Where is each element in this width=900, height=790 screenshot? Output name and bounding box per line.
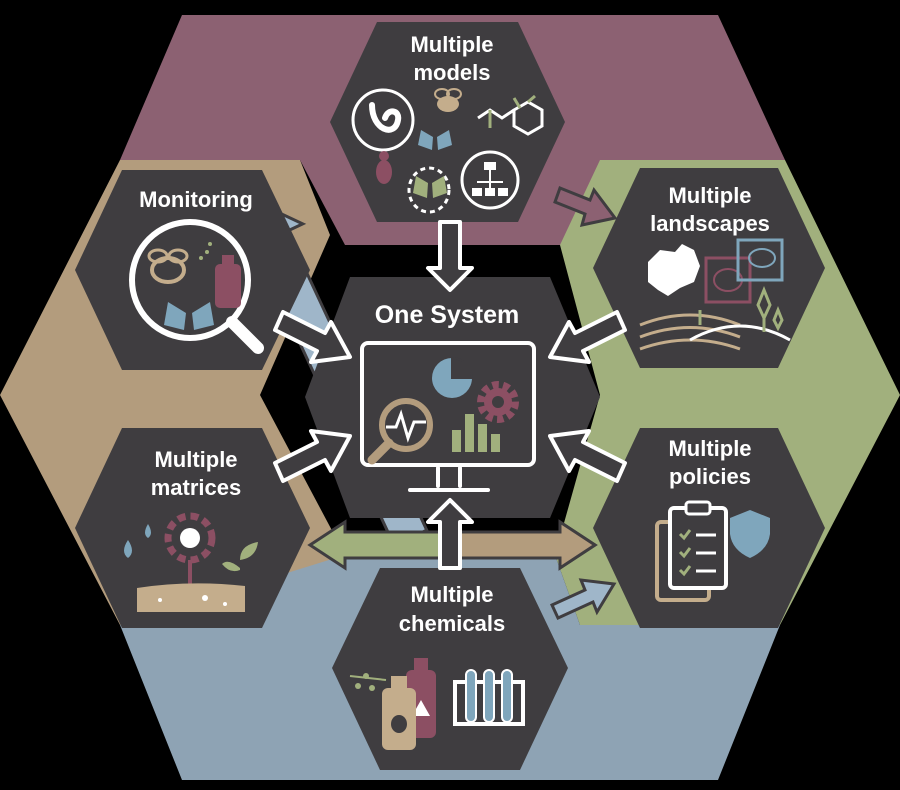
monitor-icon bbox=[360, 341, 536, 492]
policies-node: Multiple policies bbox=[655, 436, 770, 602]
matrices-label-line1: Multiple bbox=[154, 447, 237, 472]
chemicals-label-line1: Multiple bbox=[410, 582, 493, 607]
models-label-line1: Multiple bbox=[410, 32, 493, 57]
hex-matrices bbox=[75, 428, 310, 628]
soil-icon bbox=[137, 583, 245, 612]
flower-icon bbox=[164, 512, 216, 585]
spray-can-icon bbox=[199, 242, 241, 308]
contour-map-icon bbox=[704, 238, 784, 304]
butterfly-icon bbox=[418, 130, 452, 150]
hexagons bbox=[75, 22, 825, 770]
arrow-from-matrices bbox=[273, 429, 352, 483]
models-node: Multiple models bbox=[351, 32, 544, 214]
water-drop-icon bbox=[124, 524, 151, 558]
arrow-from-landscapes bbox=[548, 310, 627, 364]
butterfly-green-icon bbox=[407, 166, 451, 214]
test-tubes-icon bbox=[453, 669, 525, 726]
landscapes-label-line1: Multiple bbox=[668, 183, 751, 208]
policies-label-line2: policies bbox=[669, 464, 751, 489]
monitoring-node: Monitoring bbox=[129, 187, 264, 354]
matrices-node: Multiple matrices bbox=[124, 447, 258, 612]
butterfly-icon bbox=[164, 302, 214, 330]
shield-icon bbox=[730, 510, 770, 558]
flowchart-icon bbox=[460, 150, 520, 210]
stomach-icon bbox=[351, 88, 415, 152]
molecule-icon bbox=[477, 94, 544, 136]
gear-icon bbox=[477, 381, 519, 423]
pie-chart-icon bbox=[432, 356, 474, 398]
seedling-icon bbox=[222, 542, 258, 585]
matrices-label-line2: matrices bbox=[151, 475, 242, 500]
chemicals-label-line2: chemicals bbox=[399, 611, 505, 636]
fields-icon bbox=[639, 313, 791, 351]
purple-arrow-to-landscapes bbox=[553, 186, 618, 227]
arrow-from-monitoring bbox=[273, 310, 352, 364]
hex-monitoring bbox=[75, 170, 310, 370]
hex-landscapes bbox=[593, 168, 825, 368]
insect-icon bbox=[376, 151, 392, 184]
center-title: One System bbox=[375, 301, 520, 329]
tan-arrow-half bbox=[453, 519, 598, 571]
center-content: One System bbox=[360, 301, 536, 492]
landscapes-node: Multiple landscapes bbox=[639, 183, 791, 351]
landscapes-label-line2: landscapes bbox=[650, 211, 770, 236]
arrow-from-models bbox=[426, 220, 474, 292]
magnifier-icon bbox=[367, 398, 433, 465]
spray-can-icon bbox=[349, 673, 416, 750]
arrow-from-policies bbox=[548, 429, 627, 483]
white-arrows bbox=[273, 220, 627, 570]
bee-icon bbox=[434, 88, 462, 112]
europe-map-icon bbox=[648, 244, 700, 296]
policies-label-line1: Multiple bbox=[668, 436, 751, 461]
clipboard-checklist-icon bbox=[655, 500, 728, 602]
bar-chart-icon bbox=[452, 414, 500, 452]
models-label-line2: models bbox=[413, 60, 490, 85]
bee-icon bbox=[147, 248, 189, 284]
monitoring-label: Monitoring bbox=[139, 187, 253, 212]
tree-icon bbox=[698, 285, 784, 332]
magnifier-icon bbox=[129, 219, 264, 354]
arrow-from-chemicals bbox=[426, 498, 474, 570]
blue-arrow-to-policies bbox=[550, 578, 617, 620]
chemicals-node: Multiple chemicals bbox=[349, 582, 525, 750]
